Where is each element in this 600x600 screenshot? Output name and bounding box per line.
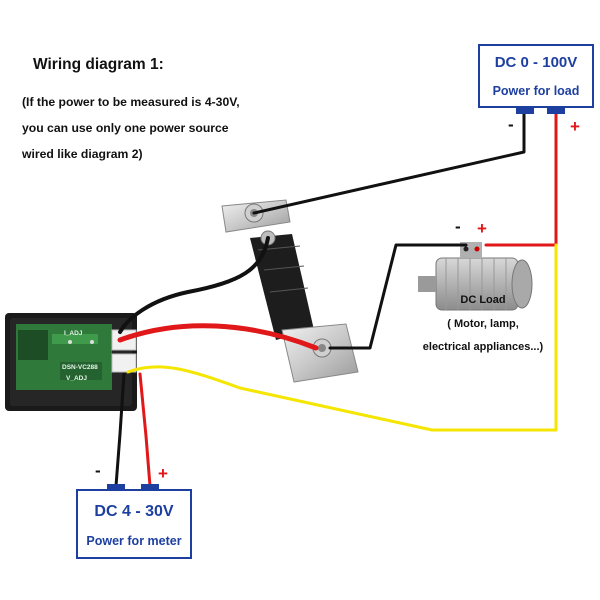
wire-meter-voltage — [126, 243, 558, 432]
meter-supply-positive-sign: + — [158, 464, 168, 483]
meter-iadj-label: I_ADJ — [64, 330, 83, 337]
load-power-supply: DC 0 - 100V Power for load — [478, 44, 594, 108]
dc-load-desc-line-2: electrical appliances...) — [422, 341, 544, 353]
meter-supply-positive-terminal — [141, 484, 159, 492]
meter-model-label: DSN-VC288 — [62, 364, 98, 371]
wire-meter-negative — [114, 372, 126, 488]
motor-icon — [418, 242, 533, 311]
diagram-title: Wiring diagram 1: — [33, 56, 164, 73]
load-positive-sign: + — [477, 219, 487, 238]
wires — [114, 110, 558, 488]
dc-load-title: DC Load — [460, 294, 506, 306]
meter-vadj-label: V_ADJ — [66, 375, 87, 382]
wire-load-positive — [484, 110, 558, 247]
panel-meter-icon — [5, 313, 137, 411]
load-supply-negative-sign: - — [508, 115, 514, 134]
meter-supply-caption: Power for meter — [86, 534, 182, 548]
diagram-note-line-3: wired like diagram 2) — [22, 147, 143, 161]
meter-supply-negative-terminal — [107, 484, 125, 492]
diagram-note-line-1: (If the power to be measured is 4-30V, — [22, 95, 240, 109]
load-supply-negative-terminal — [516, 106, 534, 114]
load-supply-positive-sign: + — [570, 117, 580, 136]
load-supply-caption: Power for load — [492, 84, 580, 98]
wire-meter-positive — [138, 372, 152, 488]
wire-load-return — [328, 243, 468, 350]
wire-meter-current — [117, 323, 319, 351]
dc-load-desc-line-1: ( Motor, lamp, — [447, 318, 519, 330]
load-supply-positive-terminal — [547, 106, 565, 114]
wire-load-negative — [252, 110, 526, 215]
meter-supply-negative-sign: - — [95, 461, 101, 480]
load-negative-sign: - — [455, 217, 461, 236]
meter-power-supply: DC 4 - 30V Power for meter — [76, 489, 192, 559]
shunt-resistor-icon — [221, 199, 359, 383]
load-supply-voltage: DC 0 - 100V — [494, 54, 578, 71]
meter-supply-voltage: DC 4 - 30V — [94, 503, 174, 520]
wire-shunt-sense — [118, 236, 270, 334]
diagram-note-line-2: you can use only one power source — [22, 121, 229, 135]
